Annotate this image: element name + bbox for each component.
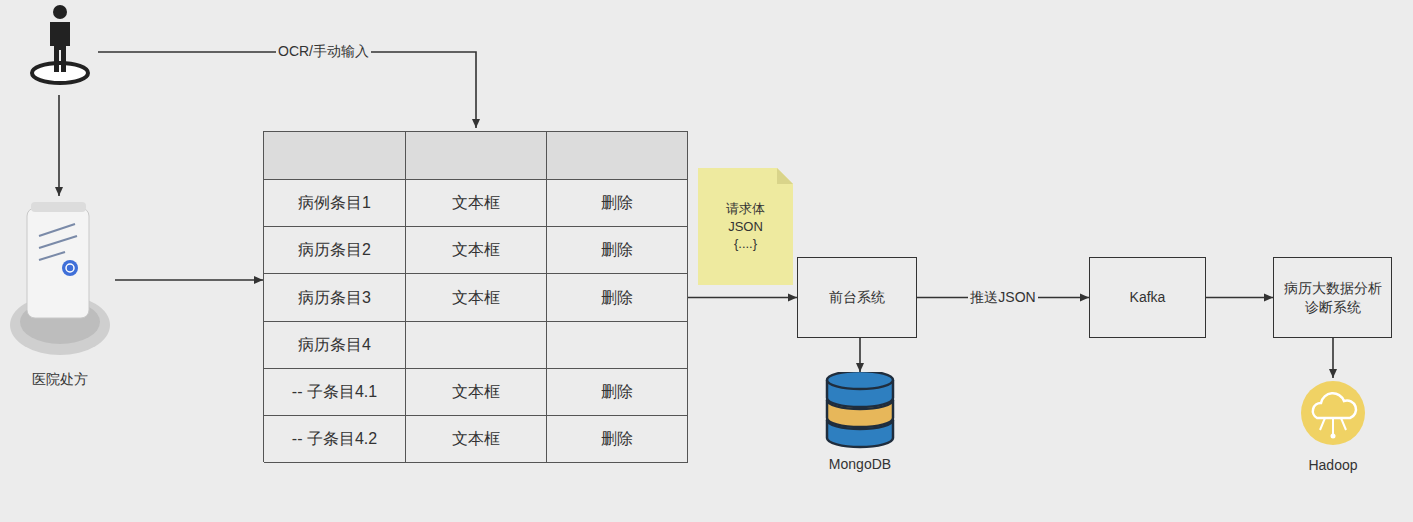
table-cell-text: 删除 — [601, 239, 633, 261]
connector — [115, 279, 263, 281]
person-line — [58, 95, 60, 196]
cloud-link — [1320, 418, 1325, 430]
table-cell-text: 病例条目1 — [298, 192, 371, 214]
process-label: 病历大数据分析诊断系统 — [1282, 279, 1383, 317]
table-cell: 病历条目2 — [264, 227, 406, 274]
paper-top — [31, 202, 86, 212]
table-cell: 文本框 — [406, 416, 547, 463]
text-line — [39, 236, 77, 248]
table-cell: -- 子条目4.2 — [264, 416, 406, 463]
cloud-link — [1341, 418, 1346, 430]
prescription-icon — [5, 200, 115, 365]
table-cell-text: -- 子条目4.2 — [292, 428, 377, 450]
connector — [1332, 338, 1334, 378]
input-line — [98, 52, 476, 128]
db-disk-top — [827, 372, 893, 389]
table-node: 病例条目1文本框删除病历条目2文本框删除病历条目3文本框删除病历条目4-- 子条… — [263, 131, 688, 462]
table-header-cell — [406, 132, 547, 180]
table-cell: 删除 — [547, 369, 688, 416]
cloud-link — [1332, 418, 1334, 434]
text-line — [39, 252, 65, 260]
connector — [1206, 297, 1273, 299]
box-node: 病历大数据分析诊断系统 — [1273, 257, 1392, 338]
table-cell: 文本框 — [406, 369, 547, 416]
cloud-icon — [1290, 378, 1376, 452]
icon-circle — [1301, 381, 1365, 445]
process-label: Kafka — [1130, 288, 1166, 307]
mongo-node: MongoDB — [815, 372, 905, 477]
icon-caption: MongoDB — [815, 455, 905, 474]
table-cell-text: 病历条目3 — [298, 287, 371, 309]
paper — [27, 208, 89, 318]
table-cell: 删除 — [547, 274, 688, 321]
table-cell — [547, 322, 688, 369]
table-cell-text: 文本框 — [452, 287, 500, 309]
cloud-dot — [1331, 434, 1336, 439]
doc-node: 医院处方 — [5, 200, 115, 395]
icon-caption: 医院处方 — [5, 370, 115, 389]
table-cell-text: 删除 — [601, 381, 633, 403]
person-icon — [32, 5, 88, 83]
table-cell — [406, 322, 547, 369]
table-cell-text: 文本框 — [452, 428, 500, 450]
table-cell: 文本框 — [406, 180, 547, 227]
table-cell: 删除 — [547, 416, 688, 463]
edge-label: OCR/手动输入 — [276, 43, 371, 61]
table-cell: 文本框 — [406, 227, 547, 274]
note-body — [698, 168, 793, 285]
process-label: 前台系统 — [829, 288, 885, 307]
connector — [859, 338, 861, 372]
table-cell-text: 删除 — [601, 428, 633, 450]
edge-label: 推送JSON — [968, 289, 1037, 307]
table-header-cell — [547, 132, 688, 180]
text-line — [39, 224, 75, 236]
table-cell: 删除 — [547, 227, 688, 274]
seal — [62, 260, 78, 276]
connector — [688, 297, 797, 299]
seal — [66, 264, 74, 272]
table-cell-text: 病历条目4 — [298, 334, 371, 356]
table-cell-text: 病历条目2 — [298, 239, 371, 261]
table-cell: 病例条目1 — [264, 180, 406, 227]
note-node: 请求体 JSON {....} — [698, 168, 793, 285]
table-cell-text: 文本框 — [452, 381, 500, 403]
box-node: 前台系统 — [797, 257, 917, 338]
database-icon — [815, 372, 905, 450]
table-cell: 病历条目4 — [264, 322, 406, 369]
hadoop-node: Hadoop — [1290, 378, 1376, 478]
icon-caption: Hadoop — [1290, 456, 1376, 475]
table-cell-text: 删除 — [601, 287, 633, 309]
table-header-cell — [264, 132, 406, 180]
table-cell: 病历条目3 — [264, 274, 406, 321]
table-cell-text: -- 子条目4.1 — [292, 381, 377, 403]
table-cell-text: 文本框 — [452, 239, 500, 261]
note-fold — [777, 168, 793, 184]
box-node: Kafka — [1089, 257, 1206, 338]
cloud — [1313, 393, 1356, 418]
table-cell: 删除 — [547, 180, 688, 227]
table-cell: -- 子条目4.1 — [264, 369, 406, 416]
table-cell-text: 删除 — [601, 192, 633, 214]
note-text: 请求体 JSON {....} — [716, 200, 775, 253]
table-cell: 文本框 — [406, 274, 547, 321]
table-cell-text: 文本框 — [452, 192, 500, 214]
